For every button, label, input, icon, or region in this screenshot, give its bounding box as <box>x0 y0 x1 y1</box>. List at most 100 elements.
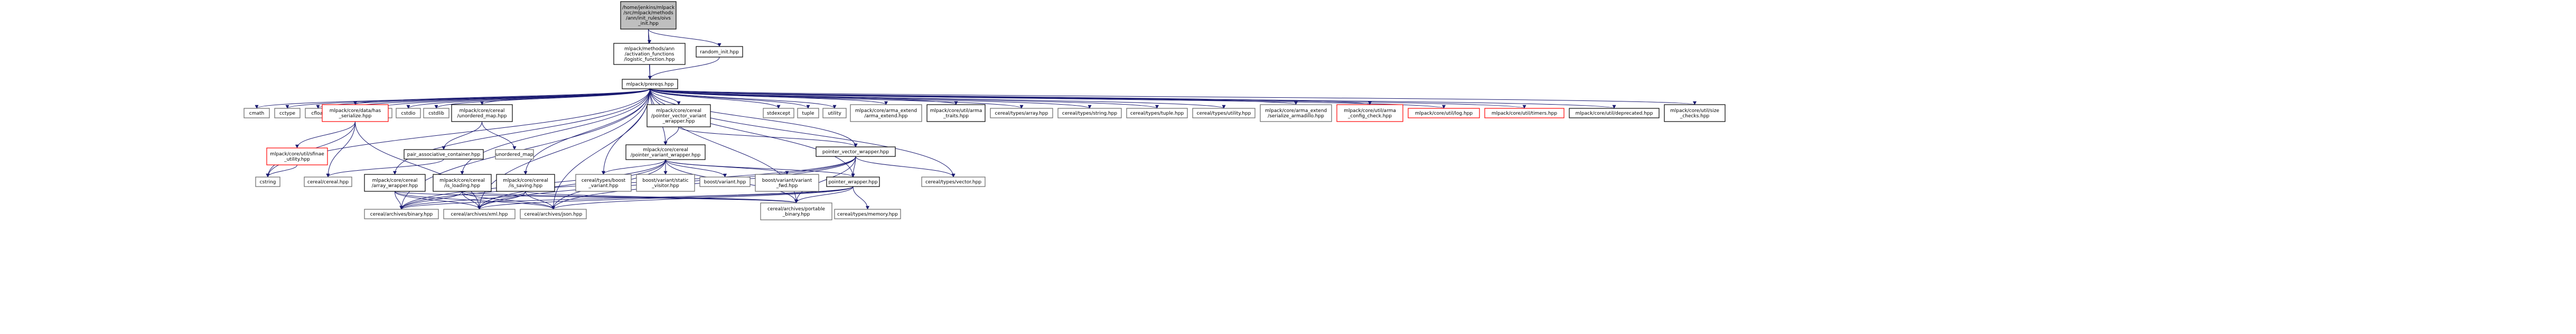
node-label-arma_traits: _traits.hpp <box>943 114 969 119</box>
node-label-log_hpp: mlpack/core/util/log.hpp <box>1415 111 1473 116</box>
node-deprecated_hpp[interactable]: mlpack/core/util/deprecated.hpp <box>1569 108 1660 118</box>
node-unordered_map: unordered_map <box>495 149 534 160</box>
edge-ptr_wrapper-to-portable_binary <box>794 186 854 203</box>
node-box-boost_variant_types <box>575 174 632 192</box>
node-label-types_array: cereal/types/array.hpp <box>995 111 1048 116</box>
node-cstdlib: cstdlib <box>423 108 449 118</box>
node-label-static_visitor: boost/variant/static <box>642 178 689 183</box>
edge-prereqs-to-unordered_map_hpp <box>480 88 650 105</box>
node-box-static_visitor <box>636 174 695 192</box>
node-box-cmath <box>243 108 270 118</box>
node-box-root <box>620 1 677 30</box>
node-box-has_serialize <box>322 104 389 122</box>
node-arma_traits[interactable]: mlpack/core/util/arma_traits.hpp <box>926 104 986 122</box>
node-array_wrapper[interactable]: mlpack/core/cereal/array_wrapper.hpp <box>364 174 426 192</box>
edge-ptr_variant-to-ptr_wrapper <box>665 159 855 178</box>
node-box-ptr_variant <box>625 144 706 160</box>
node-ptr_vec_wrapper[interactable]: pointer_vector_wrapper.hpp <box>816 146 896 157</box>
node-ptr_vec_variant[interactable]: mlpack/core/cereal/pointer_vector_varian… <box>647 104 711 127</box>
node-label-arma_traits: mlpack/core/util/arma <box>930 108 982 114</box>
node-box-portable_binary <box>760 202 832 220</box>
node-label-has_serialize: mlpack/core/data/has <box>330 108 381 114</box>
node-arma_config_check[interactable]: mlpack/core/util/arma_config_check.hpp <box>1336 104 1403 122</box>
node-box-types_array <box>990 108 1053 118</box>
node-is_saving[interactable]: mlpack/core/cereal/is_saving.hpp <box>496 174 555 192</box>
node-label-json_hpp: cereal/archives/json.hpp <box>524 212 583 217</box>
edge-array_wrapper-to-json_hpp <box>395 191 555 210</box>
node-timers_hpp[interactable]: mlpack/core/util/timers.hpp <box>1484 108 1565 118</box>
node-root[interactable]: /home/jenkins/mlpack/src/mlpack/methods/… <box>620 1 677 30</box>
node-label-tuple: tuple <box>802 111 814 116</box>
node-label-types_vector: cereal/types/vector.hpp <box>925 180 981 185</box>
edge-prereqs-to-types_array <box>650 88 1024 109</box>
edge-ptr_vec_wrapper-to-portable_binary <box>794 156 856 203</box>
node-ptr_wrapper[interactable]: pointer_wrapper.hpp <box>826 177 880 187</box>
edge-prereqs-to-size_checks <box>650 88 1697 105</box>
node-label-arma_config_check: _config_check.hpp <box>1347 114 1392 119</box>
node-label-timers_hpp: mlpack/core/util/timers.hpp <box>1492 111 1557 116</box>
node-ptr_variant[interactable]: mlpack/core/cereal/pointer_variant_wrapp… <box>625 144 706 160</box>
node-has_serialize[interactable]: mlpack/core/data/has_serialize.hpp <box>322 104 389 122</box>
node-tuple: tuple <box>797 108 819 118</box>
node-label-size_checks: _checks.hpp <box>1680 114 1710 119</box>
edge-is_loading-to-json_hpp <box>462 191 555 210</box>
node-pair_assoc[interactable]: pair_associative_container.hpp <box>404 149 484 160</box>
edge-prereqs-to-json_hpp <box>551 88 650 210</box>
edge-array_wrapper-to-portable_binary <box>395 191 798 203</box>
node-box-logistic <box>613 43 686 65</box>
node-label-root: _init.hpp <box>638 21 659 26</box>
nodes-layer: /home/jenkins/mlpack/src/mlpack/methods/… <box>243 1 1726 220</box>
node-label-random_init: random_init.hpp <box>700 50 739 55</box>
edge-is_saving-to-json_hpp <box>525 191 555 210</box>
edge-root-to-random_init <box>648 29 722 47</box>
node-box-is_saving <box>496 174 555 192</box>
node-label-stdexcept: stdexcept <box>767 111 791 116</box>
node-box-boost_variant <box>699 177 751 187</box>
node-serialize_armadillo: mlpack/core/arma_extend/serialize_armadi… <box>1260 104 1332 122</box>
node-box-timers_hpp <box>1484 108 1565 118</box>
node-unordered_map_hpp[interactable]: mlpack/core/cereal/unordered_map.hpp <box>451 104 513 122</box>
edge-prereqs-to-ptr_vec_wrapper <box>650 88 858 147</box>
node-label-logistic: mlpack/methods/ann <box>624 47 675 52</box>
node-box-pair_assoc <box>404 149 484 160</box>
node-box-arma_extend <box>850 104 922 122</box>
node-box-ptr_wrapper <box>826 177 880 187</box>
node-box-types_tuple <box>1126 108 1188 118</box>
node-box-stdexcept <box>763 108 794 118</box>
node-is_loading[interactable]: mlpack/core/cereal/is_loading.hpp <box>433 174 492 192</box>
node-label-size_checks: mlpack/core/util/size <box>1670 108 1719 114</box>
node-box-log_hpp <box>1408 108 1480 118</box>
node-label-is_saving: mlpack/core/cereal <box>503 178 548 183</box>
node-box-types_utility <box>1192 108 1256 118</box>
node-label-sfinae: _utility.hpp <box>284 157 310 162</box>
node-label-ptr_variant: /pointer_variant_wrapper.hpp <box>631 153 701 158</box>
node-static_visitor: boost/variant/static_visitor.hpp <box>636 174 695 192</box>
edge-prereqs-to-cstdlib <box>434 88 650 109</box>
node-label-serialize_armadillo: /serialize_armadillo.hpp <box>1268 114 1324 119</box>
node-size_checks[interactable]: mlpack/core/util/size_checks.hpp <box>1664 104 1726 122</box>
node-memory_hpp: cereal/types/memory.hpp <box>834 209 901 219</box>
node-label-ptr_variant: mlpack/core/cereal <box>643 147 688 153</box>
node-log_hpp[interactable]: mlpack/core/util/log.hpp <box>1408 108 1480 118</box>
node-sfinae[interactable]: mlpack/core/util/sfinae_utility.hpp <box>266 147 328 165</box>
node-label-sfinae: mlpack/core/util/sfinae <box>270 152 324 157</box>
edge-prereqs-to-is_saving <box>523 88 650 175</box>
node-cstring: cstring <box>255 177 280 187</box>
node-prereqs[interactable]: mlpack/prereqs.hpp <box>622 79 678 89</box>
node-label-root: /src/mlpack/methods <box>623 11 673 16</box>
edge-ptr_vec_variant-to-ptr_vec_wrapper <box>678 126 858 147</box>
node-label-cctype: cctype <box>279 111 295 116</box>
edge-ptr_variant-to-boost_variant_types <box>602 159 666 175</box>
node-binary_hpp: cereal/archives/binary.hpp <box>364 209 439 219</box>
node-json_hpp: cereal/archives/json.hpp <box>520 209 587 219</box>
node-label-ptr_vec_variant: /pointer_vector_variant <box>651 114 707 119</box>
node-random_init[interactable]: random_init.hpp <box>696 46 743 58</box>
node-logistic[interactable]: mlpack/methods/ann/activation_functions/… <box>613 43 686 65</box>
node-label-memory_hpp: cereal/types/memory.hpp <box>837 212 898 217</box>
node-label-unordered_map_hpp: /unordered_map.hpp <box>457 114 507 119</box>
node-box-ptr_vec_wrapper <box>816 146 896 157</box>
node-label-root: /ann/init_rules/oivs <box>626 16 671 21</box>
node-cstdio: cstdio <box>396 108 421 118</box>
node-types_array: cereal/types/array.hpp <box>990 108 1053 118</box>
node-label-static_visitor: _visitor.hpp <box>651 183 679 189</box>
